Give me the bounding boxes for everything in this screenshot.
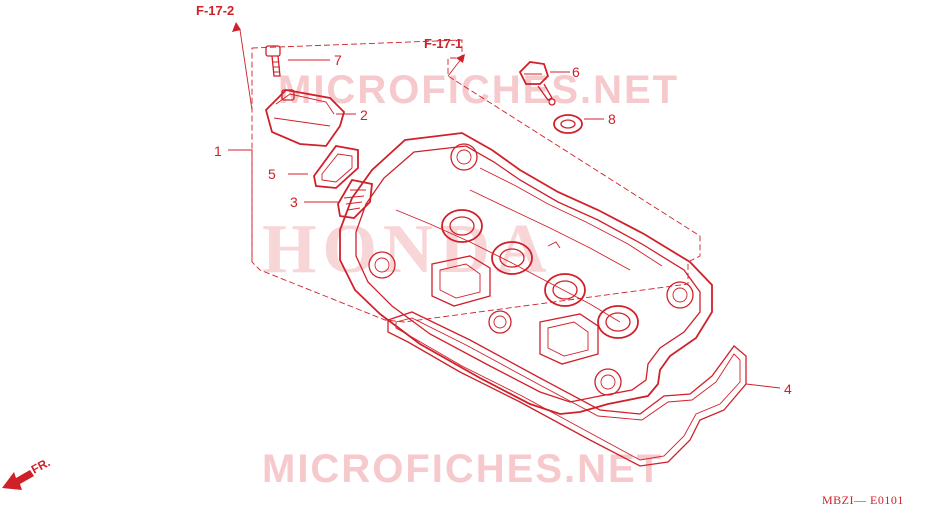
watermark-site-top: MICROFICHES.NET bbox=[278, 68, 679, 112]
bolt-part bbox=[265, 45, 281, 77]
ref-f-17-1[interactable]: F-17-1 bbox=[424, 36, 462, 51]
front-direction-indicator: FR. bbox=[2, 455, 52, 490]
ref-f-17-2[interactable]: F-17-2 bbox=[196, 3, 234, 18]
cover-gasket bbox=[387, 311, 747, 467]
callout-8[interactable]: 8 bbox=[608, 111, 616, 127]
callout-4[interactable]: 4 bbox=[784, 381, 792, 397]
watermark-brand: HONDA bbox=[262, 211, 553, 288]
callout-7[interactable]: 7 bbox=[334, 52, 342, 68]
arrow-up-right-icon bbox=[456, 54, 465, 63]
callout-6[interactable]: 6 bbox=[572, 64, 580, 80]
callout-3[interactable]: 3 bbox=[290, 194, 298, 210]
separator-part bbox=[337, 178, 373, 219]
cylinder-head-cover bbox=[339, 132, 713, 415]
breather-plate bbox=[313, 145, 359, 189]
watermark-site-bottom: MICROFICHES.NET bbox=[262, 447, 663, 491]
sealing-washer bbox=[553, 114, 583, 134]
watermark-layer: HONDA MICROFICHES.NET MICROFICHES.NET bbox=[262, 68, 679, 491]
callout-5[interactable]: 5 bbox=[268, 166, 276, 182]
cap-bolt bbox=[518, 61, 556, 106]
leader-lines bbox=[228, 29, 781, 389]
front-arrow-icon bbox=[2, 470, 34, 490]
arrow-up-icon bbox=[232, 22, 241, 32]
callout-1[interactable]: 1 bbox=[214, 143, 222, 159]
breather-cover bbox=[264, 89, 346, 147]
callout-2[interactable]: 2 bbox=[360, 107, 368, 123]
figure-code: MBZI— E0101 bbox=[822, 493, 904, 507]
reference-arrows bbox=[232, 22, 465, 63]
front-label: FR. bbox=[29, 455, 53, 476]
